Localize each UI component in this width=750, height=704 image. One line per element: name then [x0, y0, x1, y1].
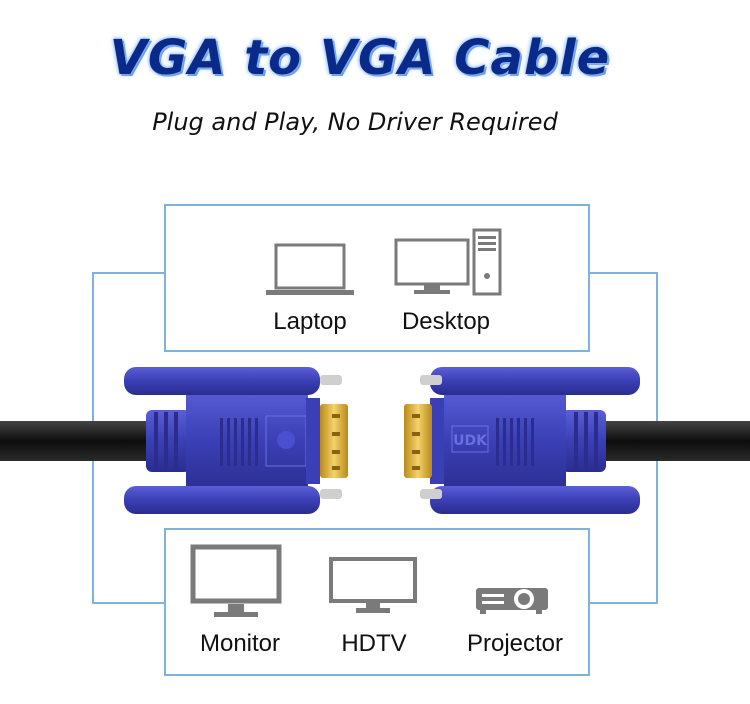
- frame-right-bottom: [586, 602, 658, 604]
- left-cable: [0, 421, 150, 461]
- source-devices-box: [164, 204, 590, 352]
- monitor-label: Monitor: [199, 630, 281, 657]
- desktop-icon: [394, 228, 502, 296]
- hdtv-icon: [329, 557, 417, 613]
- hdtv-label: HDTV: [341, 630, 407, 657]
- left-vga-connector: [124, 367, 348, 514]
- desktop-label: Desktop: [401, 308, 491, 335]
- frame-left-top: [92, 272, 166, 274]
- frame-right-top: [586, 272, 658, 274]
- connector-logo-text: UDK: [453, 433, 488, 449]
- projector-icon: [476, 588, 548, 614]
- monitor-icon: [190, 544, 282, 617]
- laptop-label: Laptop: [273, 308, 347, 335]
- projector-label: Projector: [466, 630, 564, 657]
- product-subtitle: Plug and Play, No Driver Required: [152, 108, 558, 136]
- laptop-icon: [266, 243, 354, 295]
- right-cable: [606, 421, 750, 461]
- right-vga-connector: UDK: [404, 367, 640, 514]
- frame-left-bottom: [92, 602, 166, 604]
- product-title: VGA to VGA Cable: [109, 30, 611, 86]
